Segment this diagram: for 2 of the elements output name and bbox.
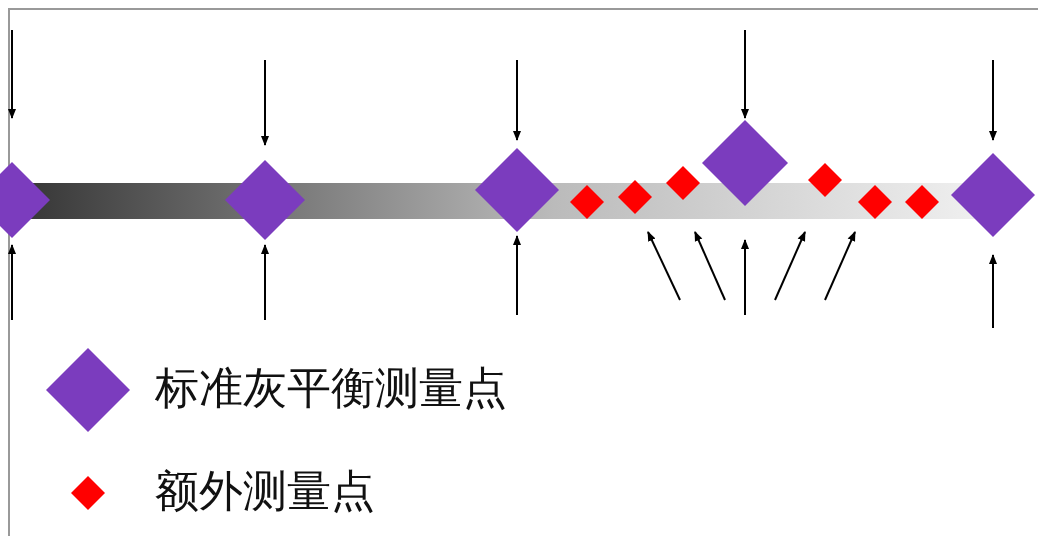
legend-label: 额外测量点: [155, 469, 375, 513]
legend-label: 标准灰平衡测量点: [155, 366, 507, 410]
